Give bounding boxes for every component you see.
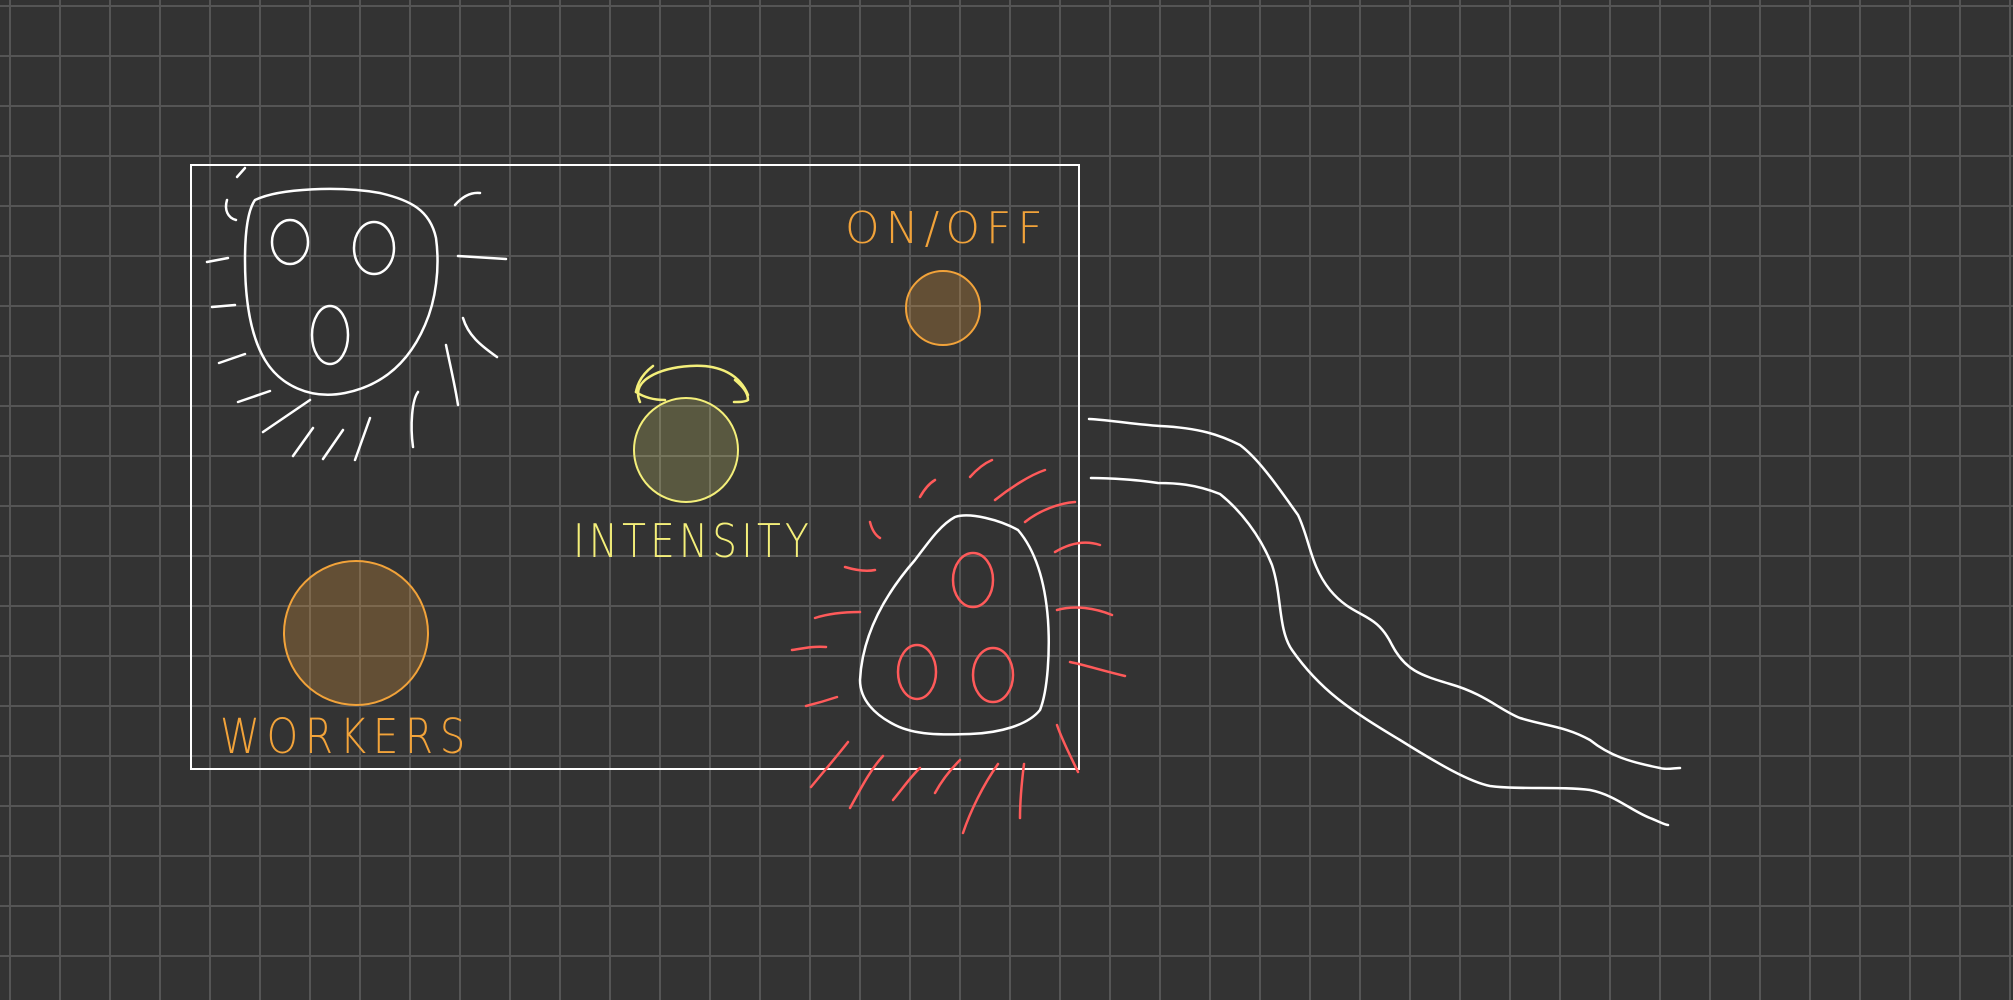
plug-face-eye-right: [971, 646, 1015, 704]
plug-face-outline: [858, 514, 1050, 736]
cable-lower-strand: [1089, 476, 1670, 827]
intensity-label: INTENSITY: [573, 514, 813, 568]
on-off-knob[interactable]: [905, 270, 981, 346]
happy-face-sketch: [205, 166, 508, 462]
plug-face-glow-strokes: [790, 458, 1127, 835]
face-eye-left: [270, 218, 310, 266]
plug-face-eye-top: [951, 551, 995, 609]
plug-face-sketch: [790, 458, 1127, 835]
workers-label: WORKERS: [220, 709, 472, 765]
intensity-rotate-arrow-icon: [634, 364, 750, 404]
cable-upper-strand: [1087, 417, 1682, 771]
face-glow-strokes: [205, 166, 508, 462]
power-cable: [1087, 417, 1682, 827]
on-off-label: ON/OFF: [845, 203, 1049, 254]
plug-face-eye-left: [896, 643, 938, 701]
workers-knob[interactable]: [283, 560, 429, 706]
face-mouth: [310, 304, 350, 366]
face-outline: [243, 187, 439, 396]
face-eye-right: [352, 220, 396, 276]
intensity-knob[interactable]: [633, 397, 739, 503]
control-panel-frame: [190, 164, 1080, 770]
